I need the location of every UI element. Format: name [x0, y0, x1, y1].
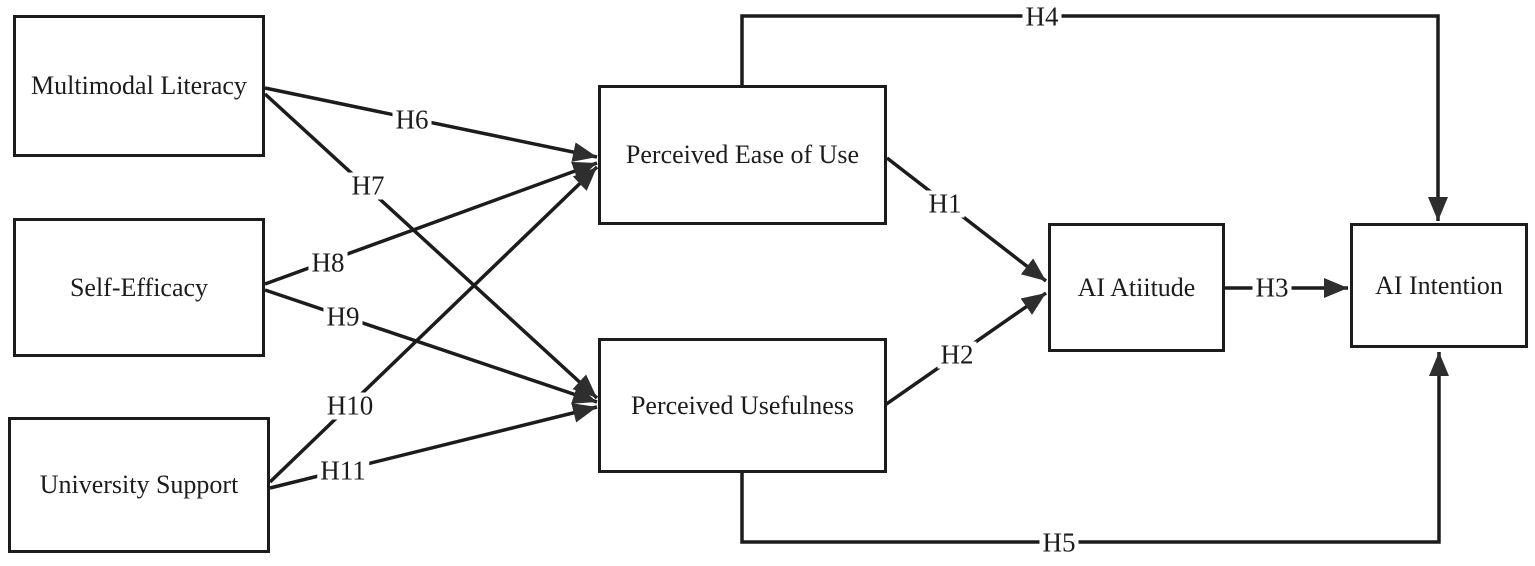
- node-label: Perceived Ease of Use: [625, 140, 860, 169]
- edge-label-h4: H4: [1022, 3, 1062, 31]
- edge-h7-arrow: [263, 92, 599, 400]
- node-label: AI Intention: [1375, 270, 1503, 300]
- node-label: Perceived Usefulness: [630, 390, 855, 420]
- node-label: Self-Efficacy: [69, 272, 209, 302]
- node-ai-intention: AI Intention: [1350, 223, 1528, 348]
- edge-h5-arrow: [740, 352, 1449, 544]
- edge-h9-arrow: [264, 288, 598, 404]
- edge-label-h7: H7: [348, 172, 388, 200]
- node-perceived-usefulness: Perceived Usefulness: [598, 338, 887, 473]
- edge-label-h11: H11: [317, 457, 369, 485]
- edge-label-h5: H5: [1039, 529, 1079, 557]
- node-label: AI Atiitude: [1077, 272, 1196, 302]
- edge-label-h1: H1: [925, 190, 965, 218]
- edge-label-h9: H9: [323, 303, 363, 331]
- edge-label-h6: H6: [392, 106, 432, 134]
- node-label: Multimodal Literacy: [31, 71, 247, 100]
- edge-h4-arrow: [740, 14, 1448, 221]
- node-perceived-ease-of-use: Perceived Ease of Use: [598, 85, 887, 225]
- node-ai-attitude: AI Atiitude: [1048, 223, 1225, 352]
- edge-h10-arrow: [268, 165, 599, 484]
- edge-h1-arrow: [885, 156, 1048, 283]
- node-multimodal-literacy: Multimodal Literacy: [13, 15, 265, 157]
- edge-label-h3: H3: [1252, 274, 1292, 302]
- edge-label-h10: H10: [323, 392, 377, 420]
- edge-label-h8: H8: [308, 249, 348, 277]
- edge-label-h2: H2: [937, 341, 977, 369]
- node-self-efficacy: Self-Efficacy: [13, 218, 265, 357]
- node-label: University Support: [39, 470, 239, 499]
- node-university-support: University Support: [8, 417, 270, 553]
